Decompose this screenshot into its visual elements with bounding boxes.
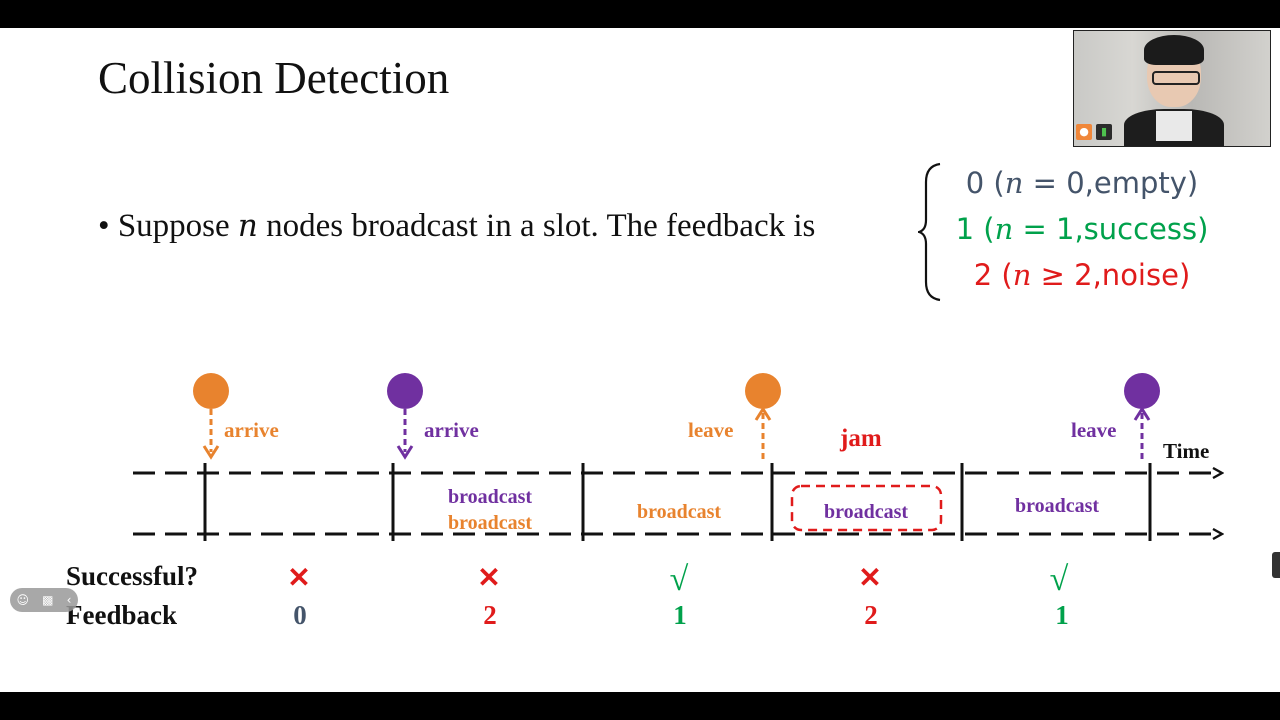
leave-arrowhead-icon — [754, 406, 772, 421]
case-empty-var: n — [1004, 166, 1024, 200]
broadcast-label: broadcast — [824, 501, 908, 523]
bullet-text: • Suppose n nodes broadcast in a slot. T… — [98, 208, 815, 245]
orange-node-circle — [745, 373, 781, 409]
emoji-icon[interactable]: ☺ — [16, 593, 30, 607]
webcam-icons: ● ▮ — [1076, 124, 1112, 140]
feedback-value: 2 — [483, 600, 497, 630]
webcam-person-glasses — [1152, 71, 1200, 85]
event-label-leave: leave — [688, 418, 733, 442]
event-label-arrive: arrive — [424, 418, 479, 442]
event-label-leave: leave — [1071, 418, 1116, 442]
user-icon[interactable]: ● — [1076, 124, 1092, 140]
success-mark: ✕ — [477, 563, 500, 594]
case-noise-value: 2 — [973, 258, 993, 292]
case-noise-open: ( — [992, 258, 1013, 292]
row-label-successful: Successful? — [66, 561, 198, 591]
letterbox-top — [0, 0, 1280, 28]
webcam-person-hair — [1144, 35, 1204, 65]
side-panel-handle[interactable] — [1272, 552, 1280, 578]
case-empty-value: 0 — [965, 166, 985, 200]
chevron-left-icon[interactable]: ‹ — [66, 593, 72, 607]
time-axis-label: Time — [1163, 439, 1209, 463]
leave-arrowhead-icon — [1133, 406, 1151, 421]
success-mark: √ — [670, 561, 689, 598]
bullet-variable: n — [237, 208, 258, 244]
slide-title: Collision Detection — [98, 53, 450, 103]
broadcast-label: broadcast — [448, 512, 532, 534]
success-mark: √ — [1050, 561, 1069, 598]
mic-icon[interactable]: ▮ — [1096, 124, 1112, 140]
chat-icon[interactable]: ▩ — [42, 593, 54, 607]
case-noise: 2 (n ≥ 2,noise) — [942, 258, 1222, 292]
case-success-open: ( — [974, 212, 995, 246]
feedback-value: 1 — [1055, 600, 1069, 630]
case-empty-relation: = 0,empty) — [1023, 166, 1199, 200]
case-empty-open: ( — [984, 166, 1005, 200]
case-success-value: 1 — [955, 212, 975, 246]
broadcast-label: broadcast — [448, 486, 532, 508]
feedback-value: 2 — [864, 600, 878, 630]
event-label-arrive: arrive — [224, 418, 279, 442]
case-noise-var: n — [1012, 258, 1032, 292]
jam-label: jam — [839, 425, 882, 452]
bullet-text-before: Suppose — [117, 208, 238, 244]
bullet-marker: • — [98, 208, 110, 244]
arrive-arrowhead-icon — [396, 445, 414, 460]
letterbox-bottom — [0, 692, 1280, 720]
feedback-value: 1 — [673, 600, 687, 630]
floating-toolbar[interactable]: ☺ ▩ ‹ — [10, 588, 78, 612]
broadcast-label: broadcast — [1015, 495, 1099, 517]
jam-box — [790, 484, 943, 532]
webcam-person-collar — [1156, 111, 1192, 141]
purple-node-circle — [1124, 373, 1160, 409]
case-success-var: n — [994, 212, 1014, 246]
case-success-relation: = 1,success) — [1013, 212, 1209, 246]
success-mark: ✕ — [287, 563, 310, 594]
left-brace — [918, 162, 941, 302]
success-mark: ✕ — [858, 563, 881, 594]
orange-node-circle — [193, 373, 229, 409]
purple-node-circle — [387, 373, 423, 409]
case-noise-relation: ≥ 2,noise) — [1031, 258, 1191, 292]
bullet-text-after: nodes broadcast in a slot. The feedback … — [257, 208, 816, 244]
arrive-arrowhead-icon — [202, 445, 220, 460]
webcam-thumbnail[interactable]: ● ▮ — [1073, 30, 1271, 147]
case-empty: 0 (n = 0,empty) — [942, 166, 1222, 200]
row-label-feedback: Feedback — [66, 600, 177, 630]
case-success: 1 (n = 1,success) — [942, 212, 1222, 246]
broadcast-label: broadcast — [637, 501, 721, 523]
feedback-value: 0 — [293, 600, 307, 630]
